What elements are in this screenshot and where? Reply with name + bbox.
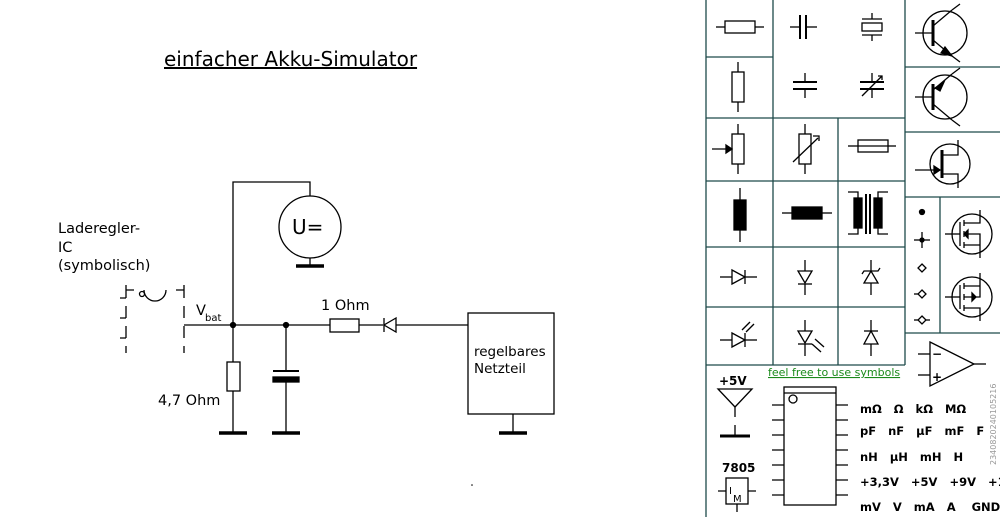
power-supply-box [467,312,555,415]
charger-label-line3: (symbolisch) [58,258,150,274]
charger-label-line2: IC [58,240,72,256]
palette-labels: feel free to use symbols − + +5V 7805 I … [719,347,1000,514]
opamp-minus-label: + [932,370,942,384]
regulator-pin-m: M [733,494,742,505]
series-resistor [329,318,360,333]
feel-free-link[interactable]: feel free to use symbols [768,366,900,379]
units-resistance: mΩ Ω kΩ MΩ [860,402,966,416]
circuit-labels: Laderegler- IC (symbolisch) V bat U= 1 O… [58,215,546,409]
load-resistor-label: 4,7 Ohm [158,393,220,409]
npn-transistor-icon [915,3,968,63]
palette-symbols [712,3,993,512]
zener-diode-icon [861,260,881,295]
opamp-icon [918,340,986,388]
inductor-horizontal-icon [782,206,832,220]
led-icon [720,321,757,349]
inductor-vertical-icon [733,188,747,242]
page-title: einfacher Akku-Simulator [164,47,418,71]
capacitor-vertical-icon [793,73,817,98]
diode-up-icon [862,320,880,356]
units-capacitance: pF nF µF mF F [860,424,984,438]
supply-triangle-icon [716,388,754,438]
photodiode-icon [796,320,825,356]
vbat-subscript: bat [205,313,221,324]
capacitor-plate [272,376,300,383]
regulator-label: 7805 [722,461,755,475]
vbat-label: V [196,303,206,319]
supply-symbol-label: +5V [719,374,747,388]
resistor-horizontal-icon [716,20,764,34]
diode-symbol [382,316,397,334]
mosfet-n-icon [945,210,993,258]
mosfet-p-icon [945,273,993,321]
diode-vertical-icon [796,260,814,295]
units-misc: mV V mA A GND [860,500,1000,514]
potentiometer-icon [712,124,745,174]
ic-chip-icon [772,386,848,506]
symbol-palette [705,0,1000,517]
junction-dot-icon [914,208,930,325]
capacitor-icon [790,15,817,39]
series-resistor-label: 1 Ohm [321,298,370,314]
charger-label-line1: Laderegler- [58,221,140,237]
regulator-pin-in: I [729,486,732,497]
trimmer-icon [792,124,820,174]
load-resistor [226,361,241,392]
resistor-vertical-icon [731,62,745,112]
voltage-source-label: U= [292,215,323,239]
variable-capacitor-icon [860,73,884,98]
charger-ic-symbol [120,285,185,353]
regulator-icon [718,477,756,512]
watermark-code: 2340820240105216 [989,384,998,465]
units-voltages: +3,3V +5V +9V +12V [860,475,1000,489]
supply-label-line2: Netzteil [474,361,526,377]
transformer-icon [848,191,888,235]
crystal-icon [861,13,883,41]
supply-label-line1: regelbares [474,344,546,360]
units-inductance: nH µH mH H [860,450,963,464]
jfet-icon [915,140,971,188]
opamp-plus-label: − [932,347,942,361]
fuse-icon [848,139,896,153]
circuit-diagram [120,181,555,435]
diode-icon [720,268,757,286]
pnp-transistor-icon [915,67,968,127]
